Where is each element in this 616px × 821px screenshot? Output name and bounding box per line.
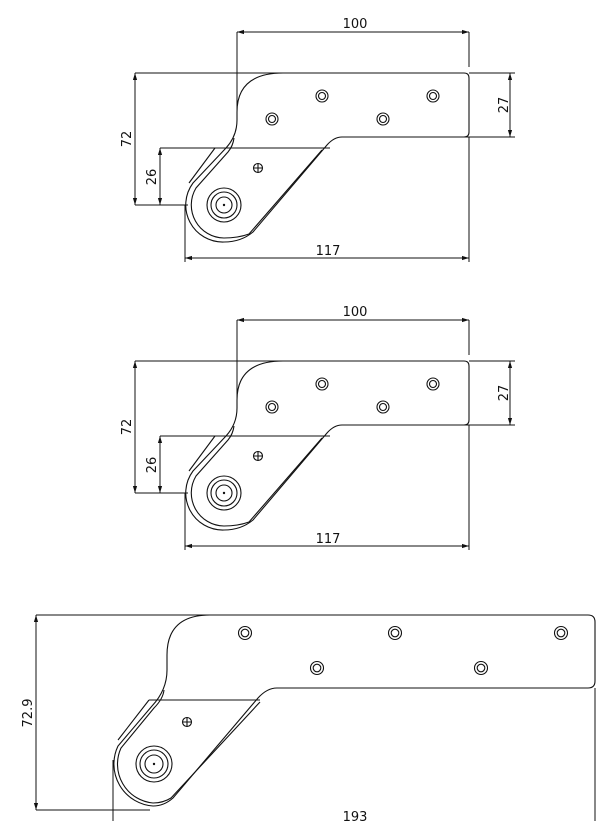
dim-total-height: 72.9 [21, 699, 36, 728]
dim-top-width: 100 [343, 17, 368, 32]
bracket-outline [113, 614, 596, 807]
bracket-outline [135, 32, 515, 262]
dim-total-width: 193 [343, 810, 368, 821]
drawing-view-1: 100 72 26 27 117 [120, 17, 515, 262]
drawing-view-3: 72.9 193 [21, 614, 596, 821]
dim-lower-height: 26 [145, 457, 160, 474]
dim-arm-height: 27 [497, 385, 512, 402]
dim-top-width: 100 [343, 305, 368, 320]
dim-total-height: 72 [120, 419, 135, 436]
drawing-view-2: 100 72 26 27 117 [120, 305, 515, 550]
dim-lower-height: 26 [145, 169, 160, 186]
dim-total-width: 117 [316, 532, 341, 547]
bracket-outline [135, 320, 515, 550]
dim-total-width: 117 [316, 244, 341, 259]
mounting-holes [135, 625, 569, 783]
dim-arm-height: 27 [497, 97, 512, 114]
dim-total-height: 72 [120, 131, 135, 148]
